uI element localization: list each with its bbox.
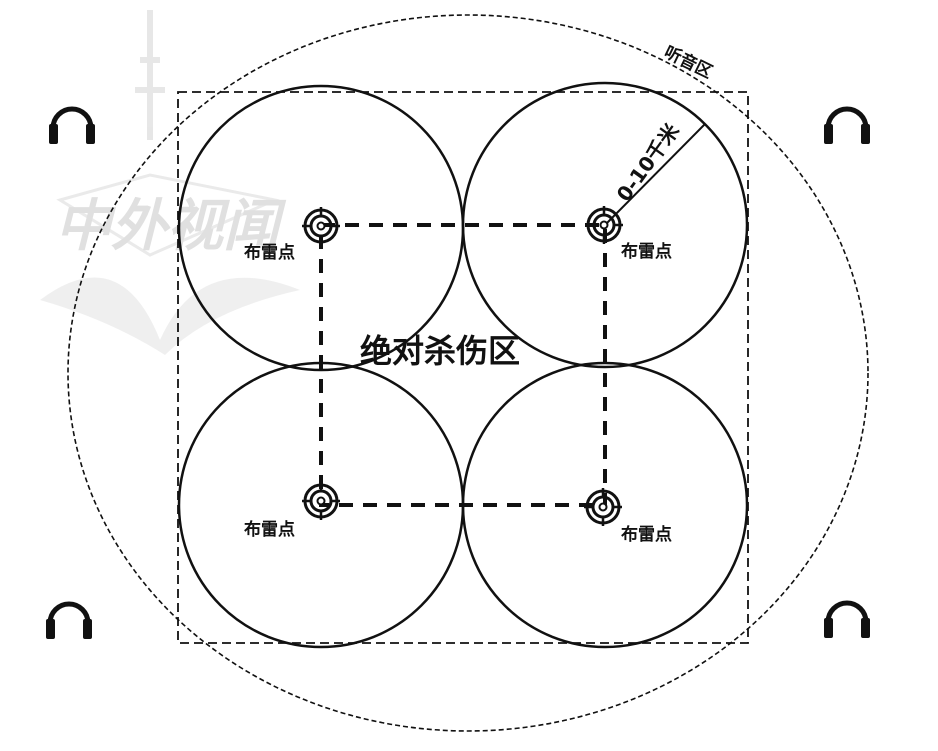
mine-point-bottom-right: 布雷点: [582, 486, 672, 545]
kill-zone-label: 绝对杀伤区: [360, 332, 520, 370]
listen-zone-label: 听音区: [661, 42, 716, 83]
mine-point-label: 布雷点: [621, 241, 672, 262]
headphones-icon: [824, 603, 870, 638]
crosshair-icon: [300, 480, 342, 522]
mine-point-label: 布雷点: [621, 524, 672, 545]
mine-point-label: 布雷点: [244, 242, 295, 263]
mine-point-bottom-left: 布雷点: [244, 480, 342, 540]
crosshair-icon: [300, 205, 342, 247]
mine-point-top-right: 布雷点: [583, 204, 672, 262]
headphones-icon: [824, 109, 870, 144]
mine-point-top-left: 布雷点: [244, 205, 342, 263]
radius-label: 0-10千米: [612, 118, 685, 206]
mine-connection-square: [319, 223, 607, 507]
radius-line: [604, 123, 706, 226]
headphones-icon: [49, 109, 95, 144]
kill-circle-top-right: [461, 81, 749, 369]
mine-point-label: 布雷点: [244, 519, 295, 540]
watermark-text: 中外视闻: [55, 194, 287, 259]
watermark-logo: 中外视闻: [40, 10, 300, 355]
crosshair-icon: [582, 486, 624, 528]
minefield-boundary: [177, 91, 749, 644]
headphones-icon: [46, 604, 92, 639]
listen-zone-boundary: [67, 14, 869, 732]
